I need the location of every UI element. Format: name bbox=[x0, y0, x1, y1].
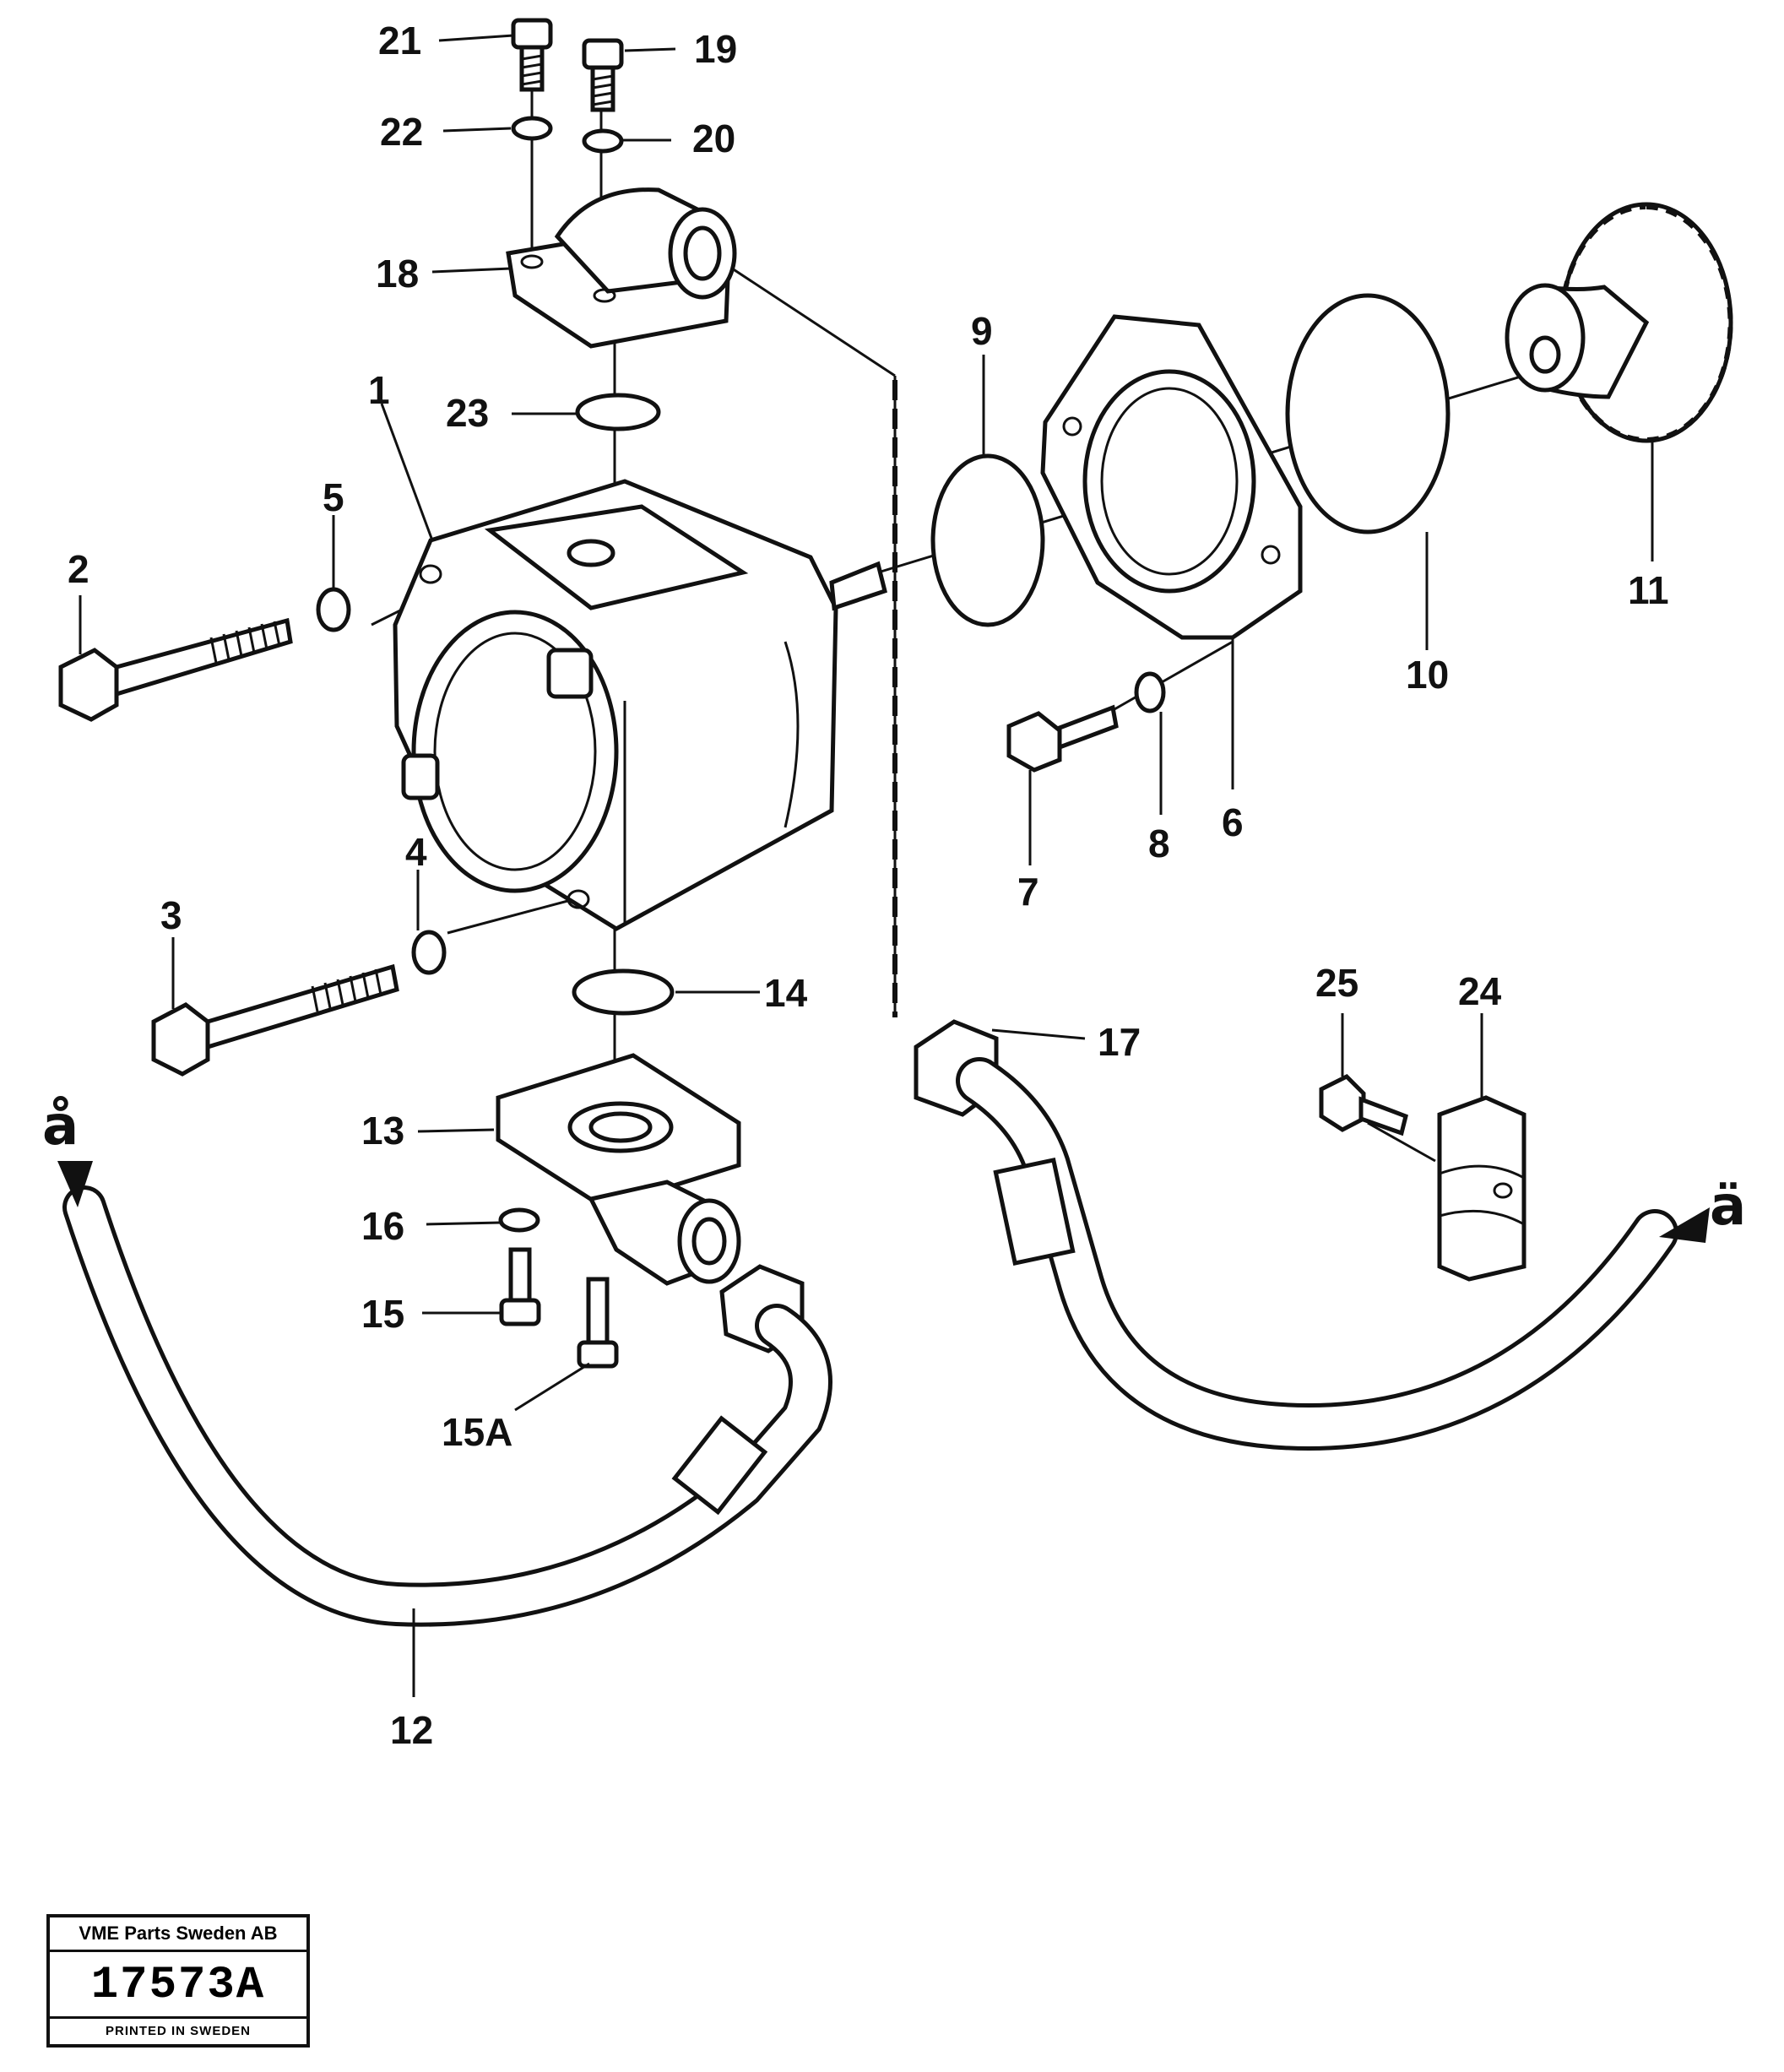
washer-4 bbox=[411, 930, 447, 975]
label-24: 24 bbox=[1458, 969, 1502, 1013]
gear-11 bbox=[1505, 202, 1733, 443]
bolt-19 bbox=[582, 38, 624, 112]
label-21: 21 bbox=[378, 19, 421, 62]
washer-5 bbox=[316, 587, 351, 632]
bolt-21 bbox=[511, 18, 553, 92]
label-1: 1 bbox=[368, 368, 390, 412]
label-17: 17 bbox=[1098, 1020, 1141, 1064]
bolt-2 bbox=[58, 617, 293, 722]
label-13: 13 bbox=[361, 1109, 404, 1153]
adapter-plate-6 bbox=[1040, 314, 1303, 640]
o-ring-9 bbox=[930, 453, 1045, 627]
label-9: 9 bbox=[971, 309, 993, 353]
bolt-3 bbox=[151, 963, 399, 1077]
label-16: 16 bbox=[361, 1204, 404, 1248]
pump-body-1 bbox=[393, 479, 887, 931]
label-3: 3 bbox=[160, 893, 182, 937]
label-7: 7 bbox=[1017, 870, 1039, 914]
leader-lines bbox=[79, 34, 1654, 1697]
label-6: 6 bbox=[1222, 800, 1244, 844]
label-2: 2 bbox=[68, 547, 89, 591]
stamp-printed: PRINTED IN SWEDEN bbox=[50, 2016, 306, 2044]
o-ring-23 bbox=[575, 393, 661, 431]
hose-12 bbox=[62, 1185, 832, 1627]
label-15a: 15A bbox=[442, 1410, 512, 1454]
washer-8 bbox=[1134, 671, 1166, 713]
part-labels: 21 19 22 20 18 1 23 5 2 3 4 14 17 13 16 … bbox=[68, 19, 1669, 1752]
label-18: 18 bbox=[376, 252, 419, 296]
stamp-company: VME Parts Sweden AB bbox=[50, 1917, 306, 1952]
drawing-stamp: VME Parts Sweden AB 17573A PRINTED IN SW… bbox=[46, 1914, 310, 2048]
screw-15a bbox=[577, 1277, 619, 1369]
label-20: 20 bbox=[692, 117, 735, 160]
label-12: 12 bbox=[390, 1708, 433, 1752]
label-5: 5 bbox=[323, 475, 344, 519]
elbow-flange-18 bbox=[506, 187, 737, 349]
washer-22 bbox=[511, 116, 553, 141]
flange-13 bbox=[496, 1053, 741, 1286]
screw-15 bbox=[499, 1247, 541, 1326]
washer-16 bbox=[498, 1207, 540, 1233]
label-14: 14 bbox=[764, 971, 808, 1015]
label-19: 19 bbox=[694, 27, 737, 71]
label-8: 8 bbox=[1148, 822, 1170, 865]
bolt-7 bbox=[1006, 704, 1119, 773]
o-ring-10 bbox=[1285, 293, 1451, 534]
label-10: 10 bbox=[1406, 653, 1449, 697]
screw-25 bbox=[1319, 1073, 1408, 1136]
label-22: 22 bbox=[380, 110, 423, 154]
label-15: 15 bbox=[361, 1292, 404, 1336]
label-25: 25 bbox=[1315, 961, 1358, 1005]
svg-text:ä: ä bbox=[1710, 1175, 1746, 1238]
label-11: 11 bbox=[1628, 568, 1669, 612]
direction-arrow-left: å bbox=[42, 1095, 93, 1207]
o-ring-14 bbox=[572, 968, 675, 1016]
stamp-drawing-number: 17573A bbox=[90, 1960, 266, 2011]
washer-20 bbox=[582, 128, 624, 154]
svg-text:å: å bbox=[42, 1095, 79, 1158]
clamp-24 bbox=[1437, 1095, 1526, 1282]
hose-17 bbox=[914, 1019, 1678, 1451]
label-23: 23 bbox=[446, 391, 489, 435]
direction-arrow-right: ä bbox=[1659, 1175, 1746, 1243]
label-4: 4 bbox=[405, 830, 427, 874]
